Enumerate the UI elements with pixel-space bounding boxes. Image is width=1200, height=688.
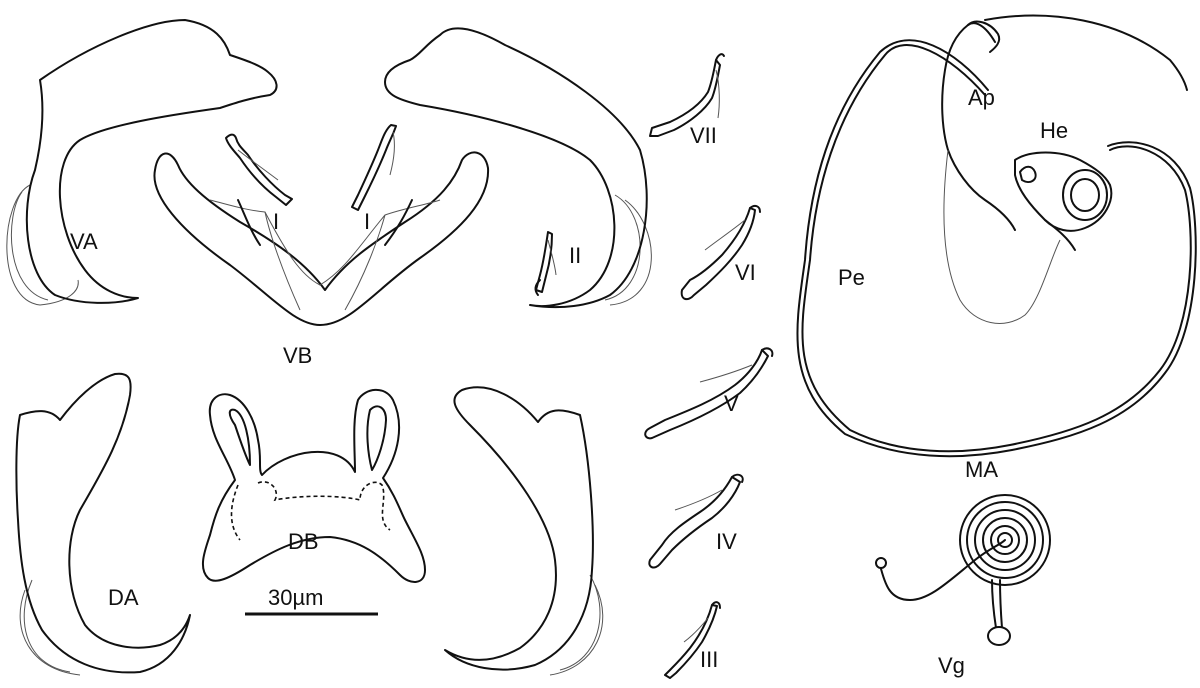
label-ap: Ap (968, 85, 995, 110)
hook-i-right (351, 124, 397, 211)
hook-ii (534, 231, 557, 296)
scale-bar-label: 30µm (268, 585, 323, 610)
male-copulatory-organ (796, 14, 1197, 458)
ventral-anchor-right (384, 27, 652, 309)
label-pe: Pe (838, 265, 865, 290)
label-hook-ii: II (569, 243, 581, 268)
hook-i-left (225, 133, 293, 206)
label-va: VA (70, 229, 98, 254)
label-hook-i-right: I (364, 209, 370, 234)
hook-vii (649, 53, 725, 137)
ventral-bar (153, 151, 490, 326)
label-vb: VB (283, 343, 312, 368)
label-hook-v: V (724, 391, 739, 416)
label-ma: MA (965, 457, 998, 482)
dorsal-anchor-right (444, 386, 604, 676)
hook-iv (648, 473, 744, 569)
label-hook-iv: IV (716, 529, 737, 554)
label-vg: Vg (938, 653, 965, 678)
dorsal-anchor-left (15, 372, 191, 676)
label-hook-vii: VII (690, 123, 717, 148)
hook-vi (680, 204, 761, 301)
vagina (875, 494, 1051, 646)
hook-iii (664, 601, 721, 679)
dorsal-bar (201, 388, 426, 583)
ventral-anchor-left (6, 19, 278, 306)
label-hook-iii: III (700, 647, 718, 672)
hook-v (644, 347, 774, 440)
label-hook-i-left: I (273, 209, 279, 234)
label-da: DA (108, 585, 139, 610)
label-db: DB (288, 529, 319, 554)
label-hook-vi: VI (735, 260, 756, 285)
label-he: He (1040, 118, 1068, 143)
